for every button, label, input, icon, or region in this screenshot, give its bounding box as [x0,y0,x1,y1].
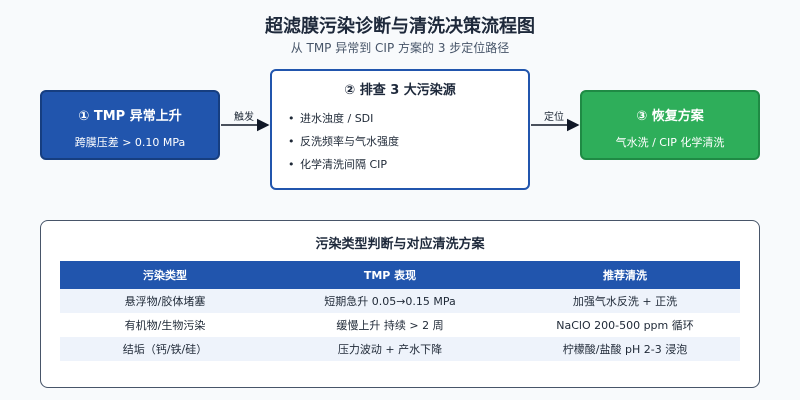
table-cell: 缓慢上升 持续 > 2 周 [270,313,510,337]
bullet-icon: • [288,135,295,148]
step-recovery: ③ 恢复方案 气水洗 / CIP 化学清洗 [580,90,760,160]
step-2-title: ② 排查 3 大污染源 [344,83,456,98]
step-1-title: ① TMP 异常上升 [78,109,182,124]
step-check-sources: ② 排查 3 大污染源 •进水浊度 / SDI •反洗频率与气水强度 •化学清洗… [270,69,530,190]
panel-title: 污染类型判断与对应清洗方案 [315,237,485,252]
list-item: •化学清洗间隔 CIP [288,153,528,176]
table-cell: 加强气水反洗 + 正洗 [510,289,740,313]
table-row: 悬浮物/胶体堵塞 短期急升 0.05→0.15 MPa 加强气水反洗 + 正洗 [60,289,740,313]
table-cell: 结垢（钙/铁/硅） [60,337,270,361]
cleaning-panel: 污染类型判断与对应清洗方案 污染类型 TMP 表现 推荐清洗 悬浮物/胶体堵塞 … [40,220,760,388]
arrow-locate-label: 定位 [544,112,564,123]
arrow-trigger-label: 触发 [234,112,254,123]
step-tmp-rise: ① TMP 异常上升 跨膜压差 > 0.10 MPa [40,90,220,160]
list-item: •进水浊度 / SDI [288,107,528,130]
header-fouling-type: 污染类型 [60,261,270,289]
bullet-icon: • [288,112,295,125]
table-cell: 短期急升 0.05→0.15 MPa [270,289,510,313]
table-cell: 有机物/生物污染 [60,313,270,337]
table-header-row: 污染类型 TMP 表现 推荐清洗 [60,261,740,289]
page-title: 超滤膜污染诊断与清洗决策流程图 [265,16,535,37]
table-cell: 柠檬酸/盐酸 pH 2-3 浸泡 [510,337,740,361]
solutions-table: 污染类型 TMP 表现 推荐清洗 悬浮物/胶体堵塞 短期急升 0.05→0.15… [60,261,740,361]
step-1-subtitle: 跨膜压差 > 0.10 MPa [74,136,186,149]
step-3-subtitle: 气水洗 / CIP 化学清洗 [615,136,725,149]
check-list: •进水浊度 / SDI •反洗频率与气水强度 •化学清洗间隔 CIP [272,107,528,176]
bullet-icon: • [288,158,295,171]
table-cell: 压力波动 + 产水下降 [270,337,510,361]
header-cleaning: 推荐清洗 [510,261,740,289]
table-row: 有机物/生物污染 缓慢上升 持续 > 2 周 NaClO 200-500 ppm… [60,313,740,337]
step-3-title: ③ 恢复方案 [636,109,704,124]
table-cell: 悬浮物/胶体堵塞 [60,289,270,313]
table-row: 结垢（钙/铁/硅） 压力波动 + 产水下降 柠檬酸/盐酸 pH 2-3 浸泡 [60,337,740,361]
header-tmp: TMP 表现 [270,261,510,289]
list-item: •反洗频率与气水强度 [288,130,528,153]
page-subtitle: 从 TMP 异常到 CIP 方案的 3 步定位路径 [290,41,510,55]
table-cell: NaClO 200-500 ppm 循环 [510,313,740,337]
